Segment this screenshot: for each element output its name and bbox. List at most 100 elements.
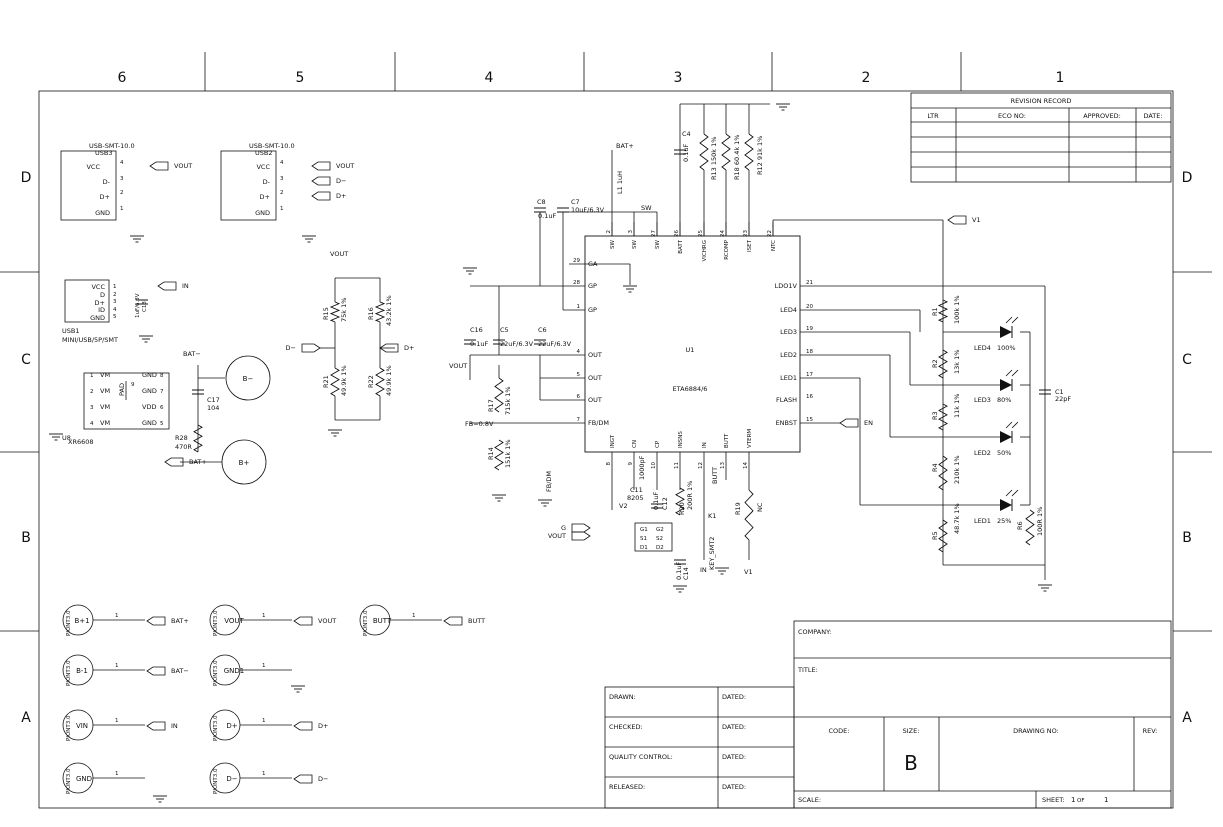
u1-pin-number: 23 xyxy=(743,230,749,237)
tp-footprint: PIONT3.0 xyxy=(213,715,219,741)
c4-ref: C4 xyxy=(682,130,691,138)
zone-row: D xyxy=(21,170,32,186)
dplus-flag: D+ xyxy=(404,344,414,352)
ground-symbols xyxy=(49,103,1052,803)
r3-value: 11k 1% xyxy=(953,394,961,418)
bat-plus-flag: BAT+ xyxy=(189,458,207,466)
u1-pin-name: SW xyxy=(610,239,616,248)
left-vout-label: VOUT xyxy=(449,362,467,370)
u1-pin-number: 19 xyxy=(806,326,813,332)
title-label: TITLE: xyxy=(797,666,818,674)
usb1-pin: D xyxy=(100,291,105,299)
u1-pin-name: OUT xyxy=(588,374,602,382)
zone-row: A xyxy=(21,710,31,726)
u8-pin: VM xyxy=(100,371,110,379)
tp-label: BUTT xyxy=(373,617,392,625)
net-flag xyxy=(293,721,313,731)
u1-pin-name: OUT xyxy=(588,351,602,359)
bat-minus-label: BAT− xyxy=(183,350,201,358)
u1-pin-number: 22 xyxy=(767,230,773,237)
r1-value: 100k 1% xyxy=(953,295,961,324)
u1-pin-name: FB/DM xyxy=(588,419,609,427)
net-flag xyxy=(149,161,169,171)
resistor xyxy=(744,489,754,541)
tp-label: GND xyxy=(76,775,92,783)
u1-pin-number: 10 xyxy=(651,462,657,469)
u1-pin-number: 29 xyxy=(573,258,580,264)
u1-pin-number: 26 xyxy=(674,230,680,237)
r21-value: 49.9k 1% xyxy=(340,365,348,396)
led-diode xyxy=(1000,499,1012,511)
u1-pin-number: 27 xyxy=(651,230,657,237)
net-flag xyxy=(293,774,313,784)
u8-pad-num: 9 xyxy=(131,382,135,388)
u1-pin-name: ISET xyxy=(747,239,753,252)
fb-label: FB=0.8V xyxy=(465,420,494,428)
u1-ref: U1 xyxy=(686,346,695,354)
revision-header: LTR xyxy=(927,112,939,120)
dminus-flag: D− xyxy=(286,344,296,352)
usb1-pin: D+ xyxy=(95,299,105,307)
net-flag xyxy=(443,616,463,626)
u1-pin-number: 16 xyxy=(806,394,813,400)
q-pin: D1 xyxy=(640,545,648,551)
resistor xyxy=(193,424,203,453)
usb2-part: USB-SMT-10.0 xyxy=(249,142,295,150)
g-flag: G xyxy=(561,524,566,532)
revision-header: APPROVED: xyxy=(1083,112,1121,120)
r4-value: 210k 1% xyxy=(953,455,961,484)
r16-value: 43.2k 1% xyxy=(385,295,393,326)
r2-ref: R2 xyxy=(931,359,939,368)
u1-pin-name: LED4 xyxy=(780,306,797,314)
tp-label: GND1 xyxy=(224,667,245,675)
u8-pin: GND xyxy=(142,419,157,427)
resistor xyxy=(938,403,948,431)
tp-net-flag: BAT− xyxy=(171,667,189,675)
resistor xyxy=(938,519,948,553)
tp-label: D− xyxy=(226,775,237,783)
c17-ref: C17 xyxy=(207,396,220,404)
zone-col: 2 xyxy=(862,70,871,86)
led-diode xyxy=(1000,379,1012,391)
q-part: 8205 xyxy=(627,494,644,502)
u8-part: XR6608 xyxy=(68,438,94,446)
u1-pin-number: 3 xyxy=(628,230,634,234)
resistor xyxy=(494,439,504,471)
led4-pct: 100% xyxy=(997,344,1016,352)
u1-pin-name: IN xyxy=(702,442,708,448)
tp-pin-number: 1 xyxy=(262,718,266,724)
dated-label: DATED: xyxy=(722,753,746,761)
resistor xyxy=(938,349,948,379)
r28-ref: R28 xyxy=(175,434,188,442)
zone-col: 5 xyxy=(296,70,305,86)
net-flag xyxy=(164,457,184,467)
component-glyphs xyxy=(60,150,673,794)
resistors xyxy=(193,133,1035,553)
tp-pin-number: 1 xyxy=(262,613,266,619)
led2-pct: 50% xyxy=(997,449,1011,457)
sheet-number: 1 xyxy=(1071,796,1075,804)
usb3-connector: USB-SMT-10.0 USB3 VCC D- D+ GND 4 3 2 1 xyxy=(86,142,134,217)
usb2-num: 4 xyxy=(280,160,284,166)
resistor xyxy=(374,301,386,323)
led-arrows xyxy=(1005,316,1019,324)
c6-value: 22uF/6.3V xyxy=(538,340,572,348)
net-flag xyxy=(146,666,166,676)
r22-ref: R22 xyxy=(367,375,375,388)
u1-pin-name: SW xyxy=(632,239,638,248)
u8-ref: U8 xyxy=(62,434,71,442)
tp-pin-number: 1 xyxy=(115,663,119,669)
zone-col: 1 xyxy=(1056,70,1065,86)
checked-label: CHECKED: xyxy=(609,723,643,731)
led3-pct: 80% xyxy=(997,396,1011,404)
net-flag xyxy=(146,721,166,731)
u8-num: 8 xyxy=(160,373,164,379)
usb1-pin: GND xyxy=(90,314,105,322)
rev-label: REV: xyxy=(1143,727,1158,735)
b-plus-label: B+ xyxy=(239,459,250,467)
net-flag xyxy=(311,191,331,201)
u1-pin-name: FLASH xyxy=(776,396,797,404)
u1-pin-name: BUTT xyxy=(724,433,730,448)
u8-pin: VDD xyxy=(142,403,156,411)
